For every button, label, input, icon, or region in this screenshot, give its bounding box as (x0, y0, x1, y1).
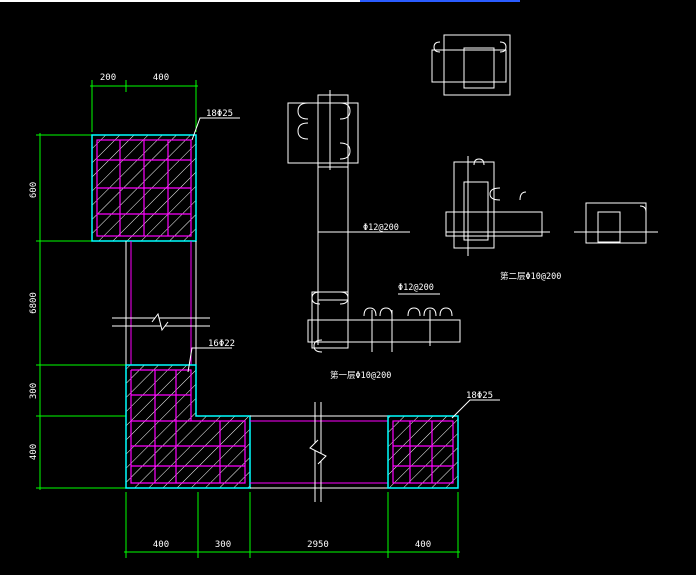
detail-vertical-stirrup (287, 90, 461, 353)
dim-left-600: 600 (29, 182, 39, 198)
label-stirrup-vertical: Φ12@200 (363, 223, 399, 233)
label-first-layer: 第一层Φ10@200 (330, 370, 391, 381)
dim-top-200: 200 (100, 73, 116, 83)
label-top-column-rebar: 18Φ25 (206, 109, 233, 119)
dim-left-400: 400 (29, 444, 39, 460)
dim-bottom-400a: 400 (153, 540, 169, 550)
break-line-icon (112, 312, 210, 332)
label-second-layer: 第二层Φ10@200 (500, 271, 561, 282)
viewport-top-edge (0, 0, 696, 2)
right-column-section (387, 415, 459, 489)
label-right-column-rebar: 18Φ25 (466, 391, 493, 401)
detail-second-layer (445, 156, 658, 256)
corner-column-section (125, 364, 251, 489)
dim-bottom-2950: 2950 (307, 540, 329, 550)
dim-left-6800: 6800 (29, 292, 39, 314)
dim-bottom-400b: 400 (415, 540, 431, 550)
detail-small-stirrup (431, 34, 511, 96)
label-corner-column-rebar: 16Φ22 (208, 339, 235, 349)
leader-lines (187, 117, 500, 419)
dim-left-300: 300 (29, 383, 39, 399)
dimension-lines (36, 80, 460, 558)
break-line-icon-2 (309, 402, 327, 502)
dim-top-400: 400 (153, 73, 169, 83)
horizontal-wall (250, 402, 388, 502)
vertical-wall (112, 241, 210, 365)
top-column-section (91, 134, 197, 242)
dim-bottom-300: 300 (215, 540, 231, 550)
label-stirrup-horizontal: Φ12@200 (398, 283, 434, 293)
